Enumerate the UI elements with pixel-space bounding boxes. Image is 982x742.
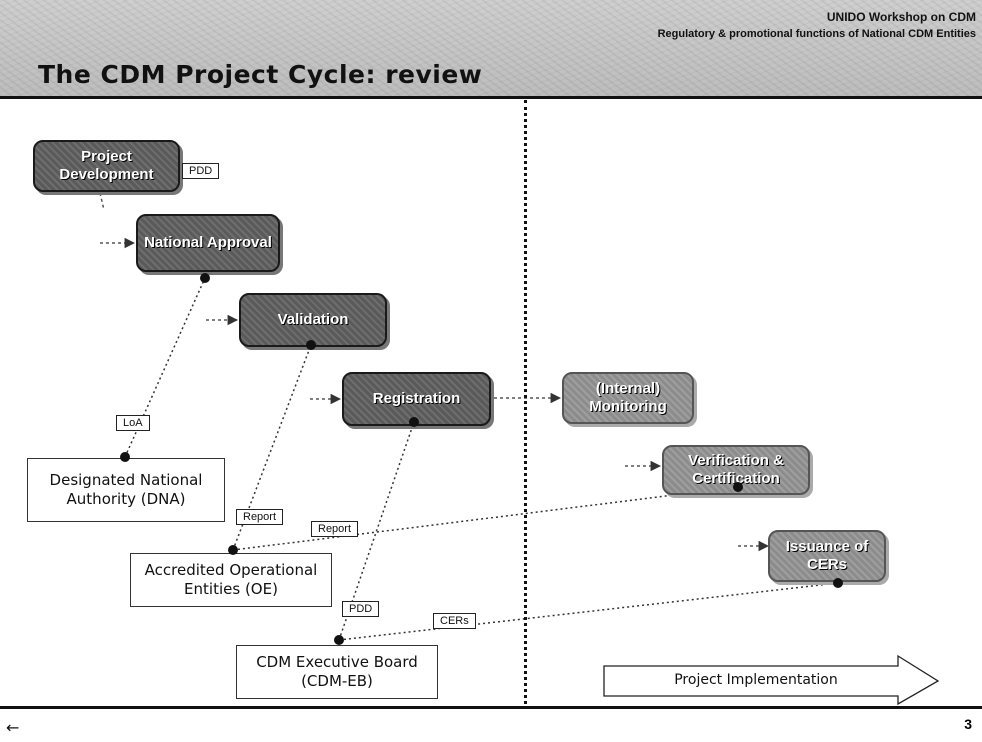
dot-issuance — [833, 578, 843, 588]
entity-operational-entities: Accredited Operational Entities (OE) — [130, 553, 332, 607]
step-project-development: Project Development — [33, 140, 180, 192]
slide-header: UNIDO Workshop on CDM Regulatory & promo… — [0, 0, 982, 99]
step-internal-monitoring: (Internal) Monitoring — [562, 372, 694, 424]
dot-verification — [733, 482, 743, 492]
tag-report-verification: Report — [311, 521, 359, 537]
dot-oe — [228, 545, 238, 555]
dot-eb — [334, 635, 344, 645]
dot-validation — [306, 340, 316, 350]
dot-approval — [200, 273, 210, 283]
flow-arrow-1 — [99, 192, 105, 211]
link-eb-issuance — [338, 582, 839, 641]
link-eb-registration — [338, 421, 415, 641]
tag-cers: CERs — [433, 613, 476, 629]
footer-divider — [0, 706, 982, 709]
page-number: 3 — [964, 716, 972, 732]
header-workshop-title: UNIDO Workshop on CDM — [826, 10, 976, 24]
tag-pdd-bottom: PDD — [342, 601, 380, 617]
phase-divider — [524, 100, 527, 704]
step-issuance-of-cers: Issuance of CERs — [768, 530, 886, 582]
header-subtitle: Regulatory & promotional functions of Na… — [657, 28, 976, 40]
tag-report-validation: Report — [236, 509, 284, 525]
tag-pdd-top: PDD — [182, 163, 220, 179]
step-validation: Validation — [239, 293, 387, 347]
entity-dna: Designated National Authority (DNA) — [27, 458, 225, 522]
page-title: The CDM Project Cycle: review — [38, 60, 483, 89]
step-registration: Registration — [342, 372, 491, 426]
entity-executive-board: CDM Executive Board (CDM-EB) — [236, 645, 438, 699]
link-oe-verification — [232, 486, 739, 551]
project-implementation-arrow — [603, 654, 940, 706]
tag-loa: LoA — [116, 415, 150, 431]
step-national-approval: National Approval — [136, 214, 280, 272]
arrow-return-icon[interactable]: ← — [6, 718, 20, 737]
dot-registration — [409, 417, 419, 427]
project-implementation-label: Project Implementation — [674, 672, 838, 688]
dot-dna — [120, 452, 130, 462]
